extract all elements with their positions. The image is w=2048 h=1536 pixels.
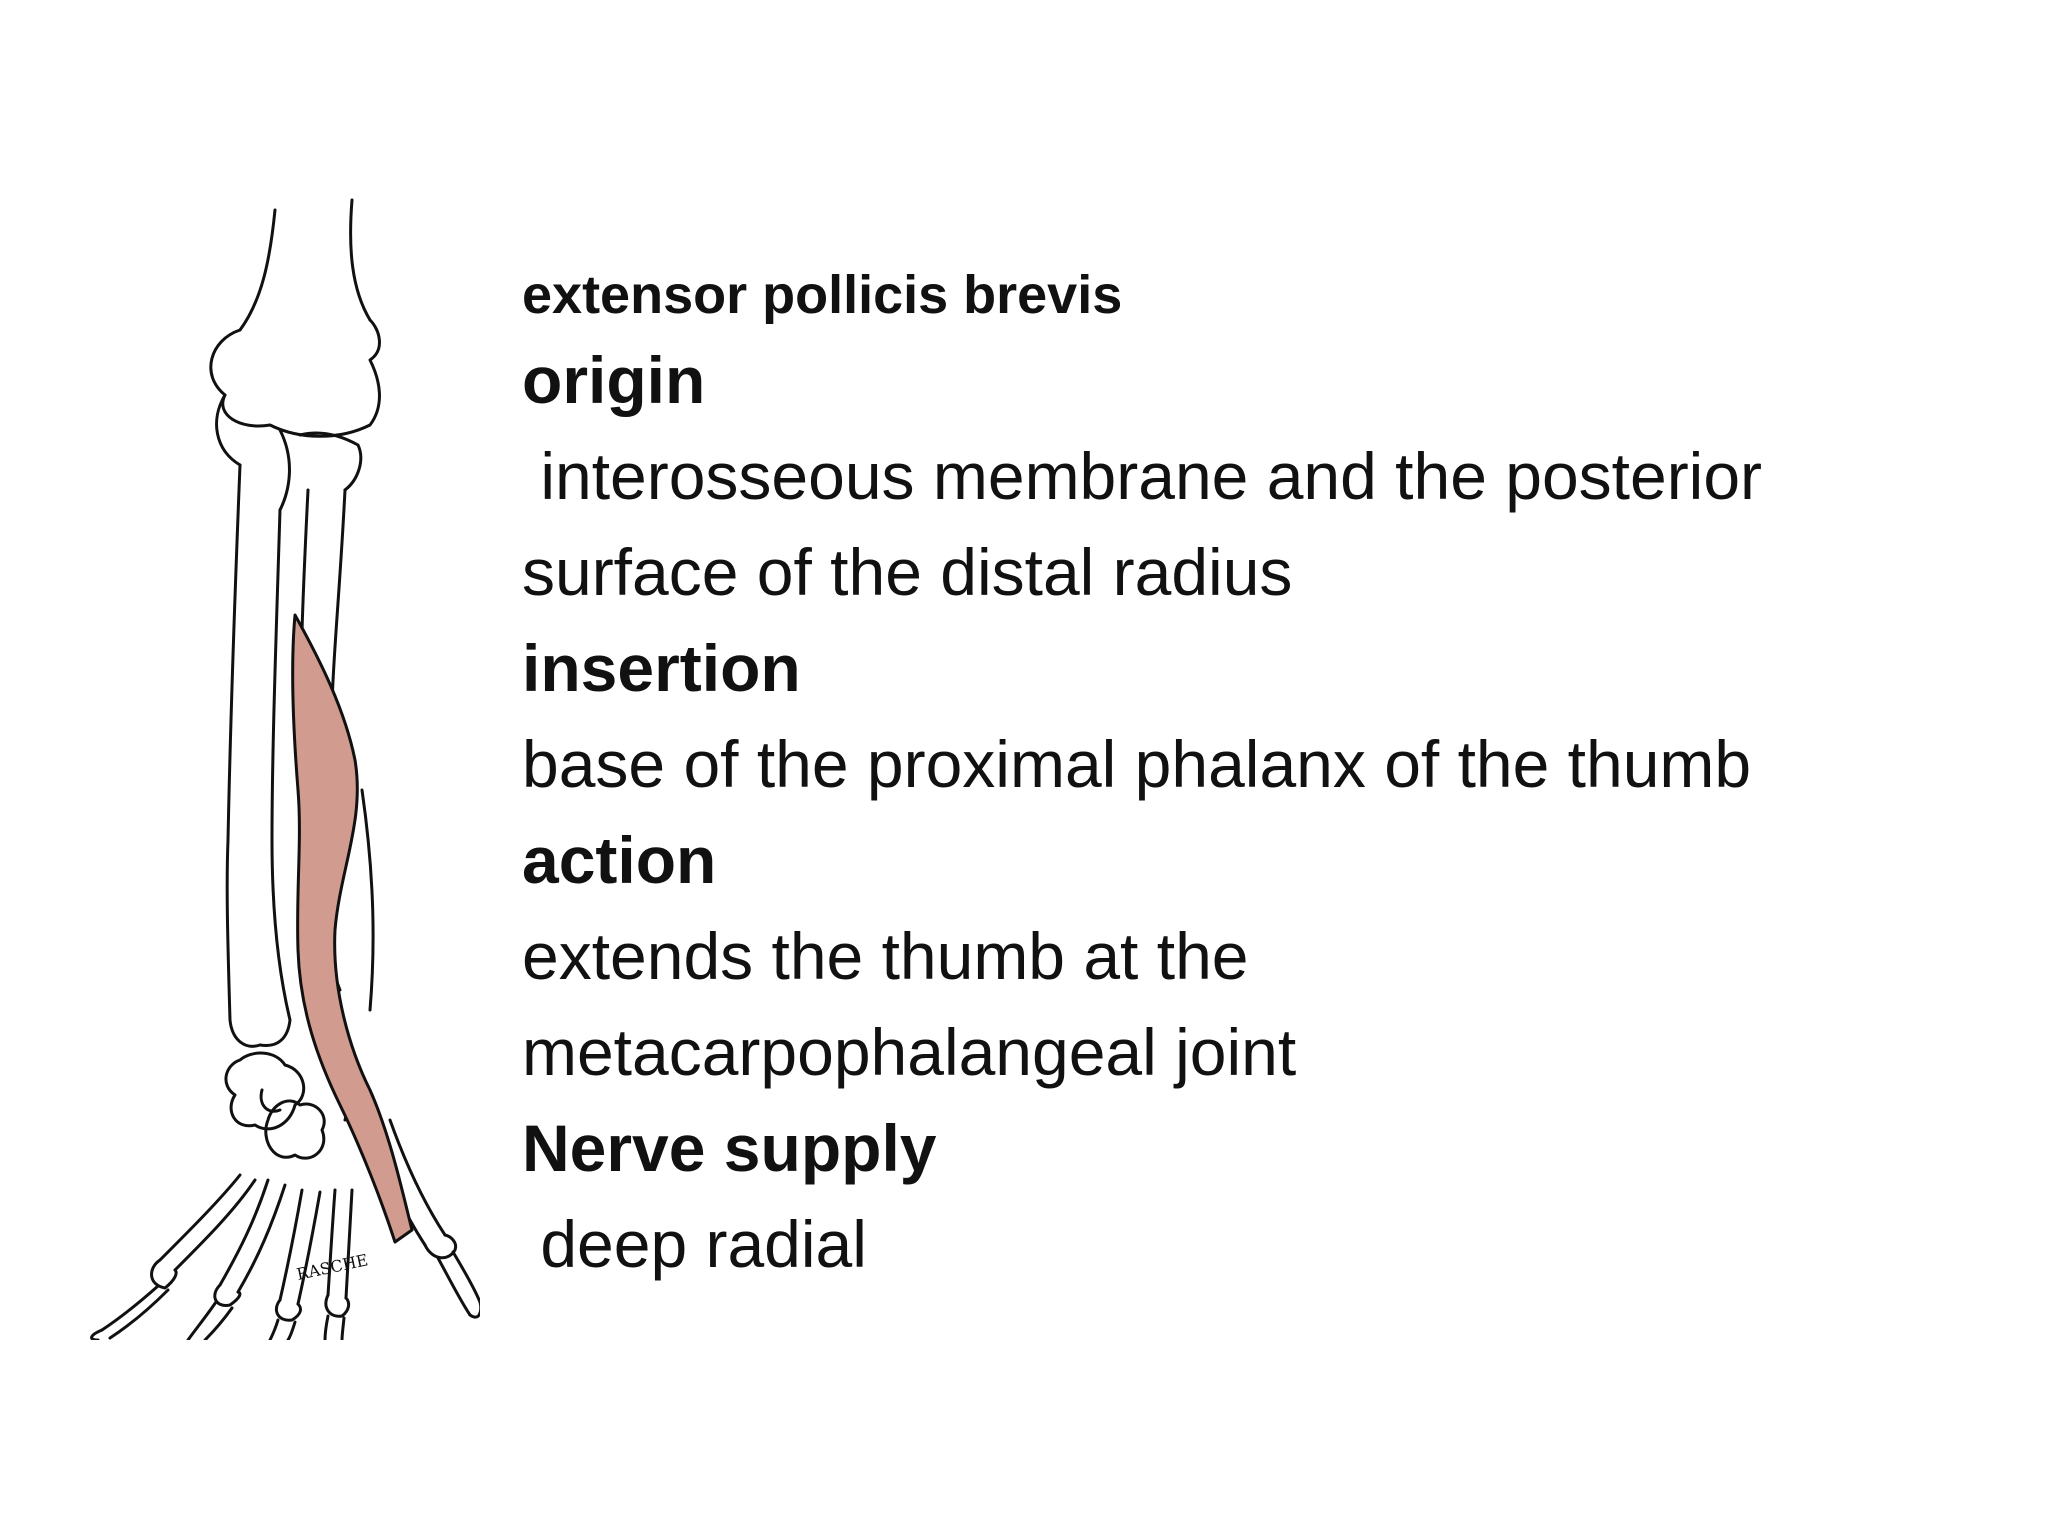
origin-text-line-1: interosseous membrane and the posterior [522,439,1763,513]
action-text-line-2: metacarpophalangeal joint [522,1015,1297,1089]
forearm-hand-skeleton-icon: RASCHE [90,198,480,1340]
insertion-text-line-1: base of the proximal phalanx of the thum… [522,727,1752,801]
muscle-info: extensor pollicis brevis origin inteross… [522,258,2002,1292]
section-heading-origin: origin [522,343,706,417]
nerve-supply-text-line-1: deep radial [522,1207,867,1281]
section-heading-nerve-supply: Nerve supply [522,1111,937,1185]
origin-text-line-2: surface of the distal radius [522,535,1293,609]
page-title: extensor pollicis brevis [522,265,1123,325]
section-heading-insertion: insertion [522,631,801,705]
artist-signature: RASCHE [295,1250,370,1284]
muscle-highlight [291,613,414,1244]
section-heading-action: action [522,823,717,897]
action-text-line-1: extends the thumb at the [522,919,1249,993]
